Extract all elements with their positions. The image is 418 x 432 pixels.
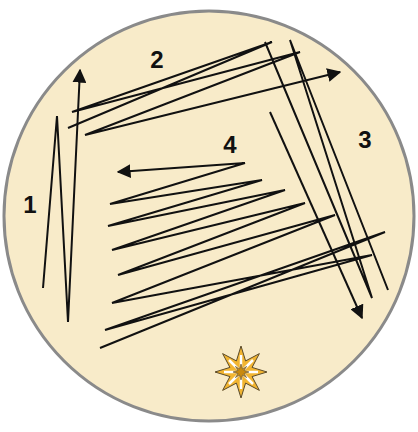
streak-3-arrow xyxy=(270,112,362,318)
streak-2 xyxy=(68,42,340,135)
callout-number: 4 xyxy=(223,133,236,157)
callout-number: 2 xyxy=(150,48,163,72)
petri-dish xyxy=(4,11,414,421)
streak-4 xyxy=(100,163,385,348)
colony-star xyxy=(215,346,267,398)
streak-1 xyxy=(43,70,80,322)
callout-number: 3 xyxy=(358,128,371,152)
streak-3 xyxy=(265,40,388,298)
callout-number: 1 xyxy=(23,193,36,217)
